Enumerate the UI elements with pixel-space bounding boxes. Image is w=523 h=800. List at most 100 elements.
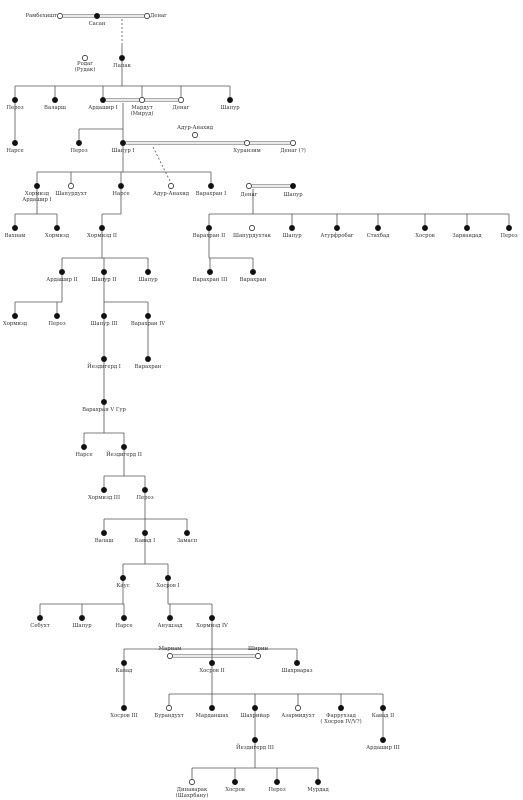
male-node-icon[interactable] <box>506 225 512 231</box>
male-node-icon[interactable] <box>100 97 106 103</box>
male-node-icon[interactable] <box>12 97 18 103</box>
female-node-icon[interactable] <box>290 140 296 146</box>
female-node-icon[interactable] <box>57 13 63 19</box>
male-node-icon[interactable] <box>274 779 280 785</box>
person-label: Пероз <box>70 148 87 154</box>
male-node-icon[interactable] <box>145 356 151 362</box>
male-node-icon[interactable] <box>101 356 107 362</box>
female-node-icon[interactable] <box>189 779 195 785</box>
male-node-icon[interactable] <box>380 705 386 711</box>
male-node-icon[interactable] <box>375 225 381 231</box>
male-node-icon[interactable] <box>79 615 85 621</box>
male-node-icon[interactable] <box>34 183 40 189</box>
male-node-icon[interactable] <box>12 225 18 231</box>
male-node-icon[interactable] <box>209 660 215 666</box>
male-node-icon[interactable] <box>101 313 107 319</box>
male-node-icon[interactable] <box>12 140 18 146</box>
male-node-icon[interactable] <box>422 225 428 231</box>
female-node-icon[interactable] <box>249 225 255 231</box>
male-node-icon[interactable] <box>101 269 107 275</box>
male-node-icon[interactable] <box>338 705 344 711</box>
uncertain-descent-line <box>152 146 172 184</box>
male-node-icon[interactable] <box>121 444 127 450</box>
male-node-icon[interactable] <box>120 575 126 581</box>
male-node-icon[interactable] <box>101 399 107 405</box>
female-node-icon[interactable] <box>167 653 173 659</box>
male-node-icon[interactable] <box>54 313 60 319</box>
male-node-icon[interactable] <box>289 225 295 231</box>
male-node-icon[interactable] <box>165 575 171 581</box>
male-node-icon[interactable] <box>94 13 100 19</box>
person-label-secondary: Ардашир I <box>22 197 51 203</box>
male-node-icon[interactable] <box>59 269 65 275</box>
person-label: Пероз <box>6 105 23 111</box>
person-label: Шапурдухтак <box>233 233 272 239</box>
male-node-icon[interactable] <box>290 183 296 189</box>
person-label-secondary: (Рудак) <box>75 66 96 73</box>
person-label: Хормизд II <box>87 233 117 239</box>
person-label: Рамбехишт <box>25 12 57 19</box>
person-label: Хормизд <box>25 191 50 197</box>
male-node-icon[interactable] <box>232 779 238 785</box>
male-node-icon[interactable] <box>252 737 258 743</box>
person-label: Шапур II <box>91 277 116 283</box>
male-node-icon[interactable] <box>380 737 386 743</box>
male-node-icon[interactable] <box>121 615 127 621</box>
male-node-icon[interactable] <box>227 97 233 103</box>
male-node-icon[interactable] <box>101 487 107 493</box>
male-node-icon[interactable] <box>145 269 151 275</box>
female-node-icon[interactable] <box>168 183 174 189</box>
male-node-icon[interactable] <box>52 97 58 103</box>
male-node-icon[interactable] <box>101 530 107 536</box>
female-node-icon[interactable] <box>244 140 250 146</box>
male-node-icon[interactable] <box>118 183 124 189</box>
male-node-icon[interactable] <box>54 225 60 231</box>
person-label-secondary: (Мируд) <box>131 110 154 117</box>
male-node-icon[interactable] <box>206 225 212 231</box>
male-node-icon[interactable] <box>99 225 105 231</box>
person-label: Себухт <box>30 622 49 629</box>
male-node-icon[interactable] <box>76 140 82 146</box>
female-node-icon[interactable] <box>178 97 184 103</box>
female-node-icon[interactable] <box>246 183 252 189</box>
male-node-icon[interactable] <box>81 444 87 450</box>
male-node-icon[interactable] <box>142 530 148 536</box>
male-node-icon[interactable] <box>464 225 470 231</box>
male-node-icon[interactable] <box>121 660 127 666</box>
male-node-icon[interactable] <box>208 183 214 189</box>
male-node-icon[interactable] <box>37 615 43 621</box>
male-node-icon[interactable] <box>120 140 126 146</box>
female-node-icon[interactable] <box>192 132 198 138</box>
person-label: Нарсе <box>75 452 92 458</box>
female-node-icon[interactable] <box>166 705 172 711</box>
person-label: Шапур <box>220 105 240 111</box>
male-node-icon[interactable] <box>145 313 151 319</box>
male-node-icon[interactable] <box>207 269 213 275</box>
person-label: Адур-Анахид <box>177 125 214 131</box>
female-node-icon[interactable] <box>295 705 301 711</box>
male-node-icon[interactable] <box>121 705 127 711</box>
person-label-secondary: ( Хосров IV/V?) <box>320 718 361 725</box>
male-node-icon[interactable] <box>334 225 340 231</box>
male-node-icon[interactable] <box>315 779 321 785</box>
male-node-icon[interactable] <box>294 660 300 666</box>
female-node-icon[interactable] <box>68 183 74 189</box>
male-node-icon[interactable] <box>184 530 190 536</box>
female-node-icon[interactable] <box>144 13 150 19</box>
male-node-icon[interactable] <box>250 269 256 275</box>
person-label: Шапур <box>138 277 158 283</box>
male-node-icon[interactable] <box>209 615 215 621</box>
male-node-icon[interactable] <box>209 705 215 711</box>
male-node-icon[interactable] <box>252 705 258 711</box>
person-label: Ардашир II <box>46 277 78 283</box>
male-node-icon[interactable] <box>119 55 125 61</box>
male-node-icon[interactable] <box>142 487 148 493</box>
female-node-icon[interactable] <box>82 55 88 61</box>
person-label: Азармидухт <box>281 713 314 719</box>
male-node-icon[interactable] <box>12 313 18 319</box>
male-node-icon[interactable] <box>167 615 173 621</box>
person-label: Денаг (?) <box>280 147 306 154</box>
female-node-icon[interactable] <box>139 97 145 103</box>
female-node-icon[interactable] <box>255 653 261 659</box>
